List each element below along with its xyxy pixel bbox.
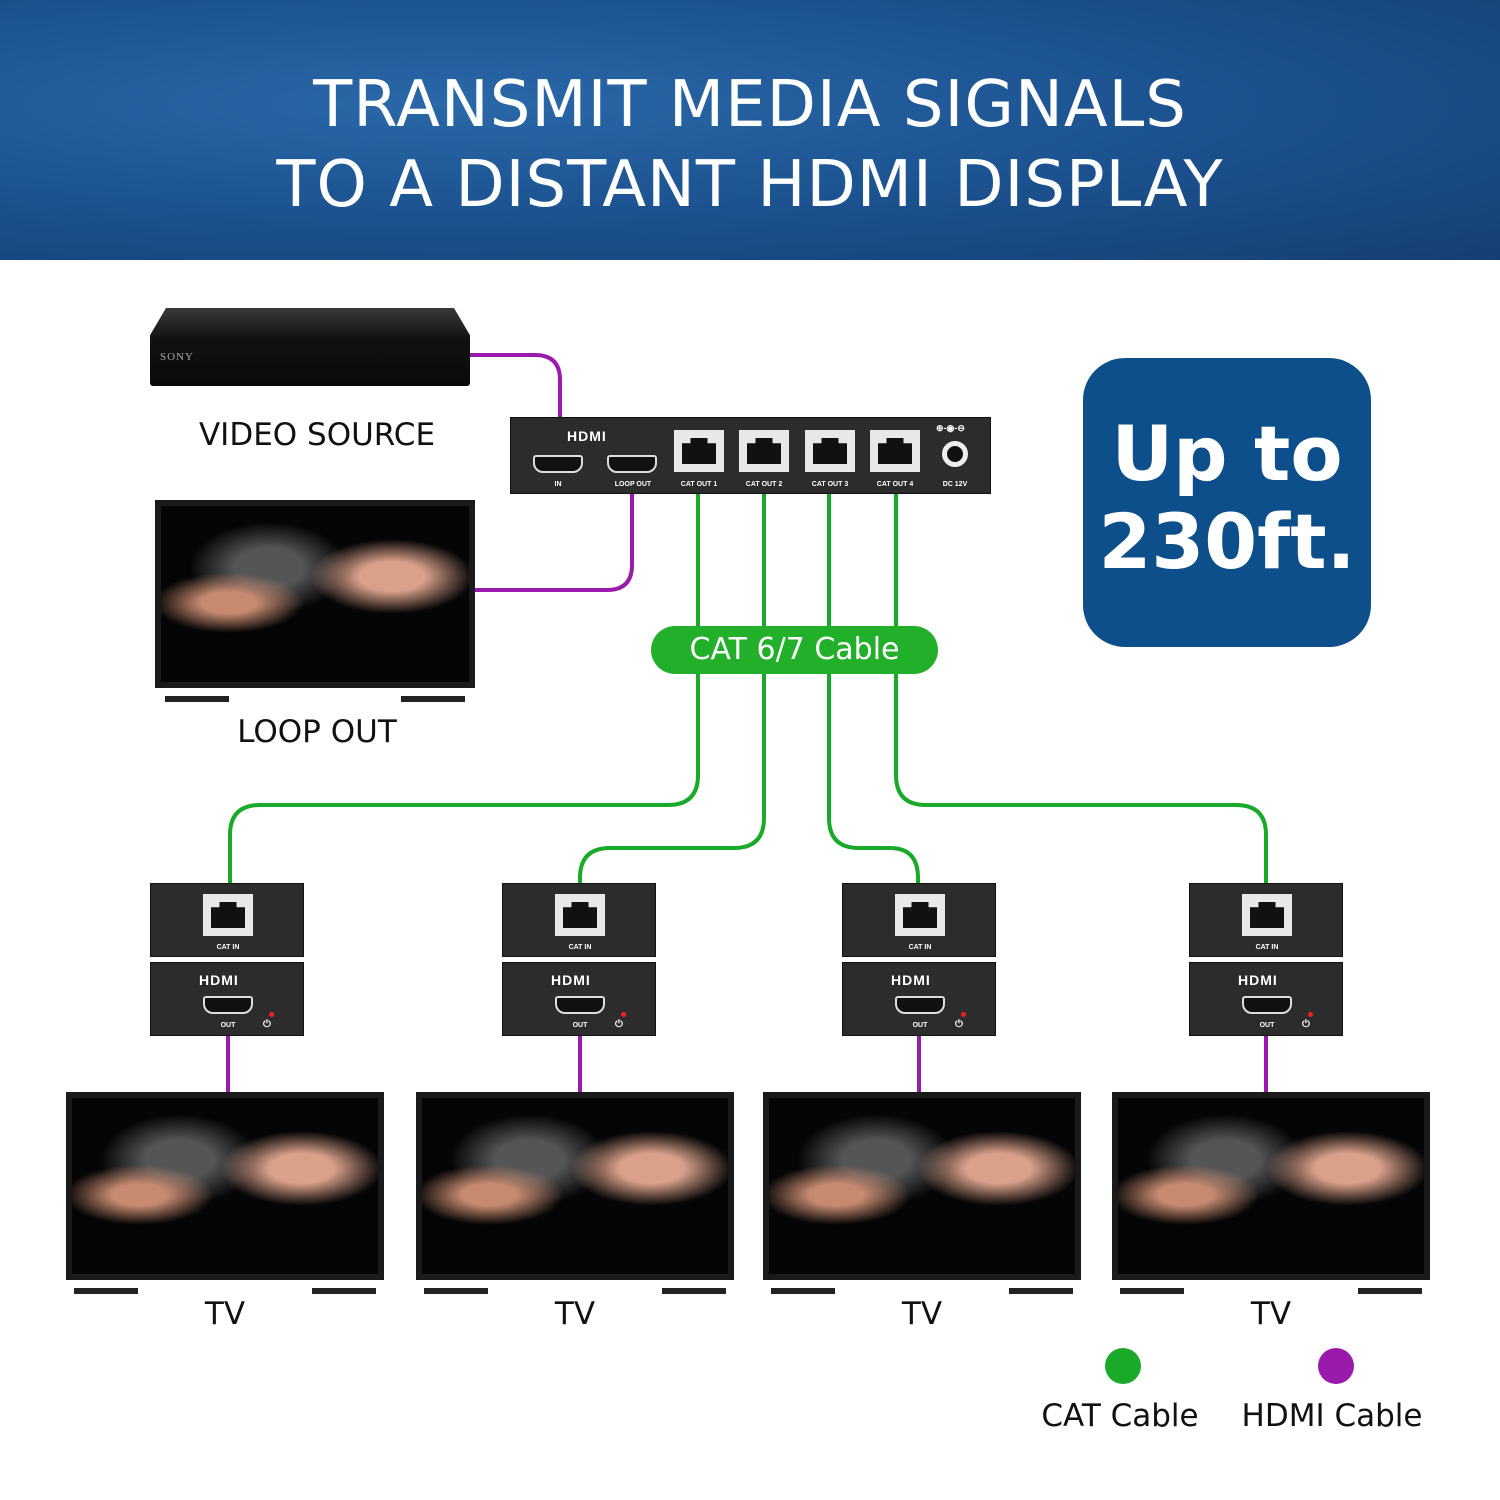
receiver-cat-side: CAT IN: [502, 883, 656, 957]
hdmi-cable-source: [470, 353, 562, 417]
hdmi-logo: HDMI: [1238, 972, 1278, 988]
port-label: CAT OUT 1: [680, 481, 718, 488]
cat-out-1-port: [674, 430, 724, 472]
tv-label: TV: [554, 1296, 596, 1332]
receiver-hdmi-side: HDMI OUT ⏻: [502, 962, 656, 1036]
hdmi-out-port: [555, 996, 605, 1014]
badge-line-1: Up to: [1111, 409, 1343, 498]
tv-display: [763, 1092, 1081, 1294]
cat-cable-4: [894, 493, 1268, 883]
hdmi-logo: HDMI: [567, 428, 607, 444]
hdmi-out-port: [1242, 996, 1292, 1014]
cat-cable-2: [578, 493, 766, 883]
loop-out-label: LOOP OUT: [237, 714, 397, 750]
hdmi-loop-out-port: [607, 455, 657, 473]
title-line-1: TRANSMIT MEDIA SIGNALS: [313, 68, 1187, 142]
cat-cable-1: [228, 493, 700, 883]
hdmi-out-port: [203, 996, 253, 1014]
port-label: LOOP OUT: [614, 481, 652, 488]
cat-in-label: CAT IN: [1255, 944, 1279, 951]
tv-label: TV: [1250, 1296, 1292, 1332]
cat-cable-3: [827, 493, 920, 883]
header-banner: [0, 0, 1500, 260]
tv-display: [1112, 1092, 1430, 1294]
power-icon: ⏻: [263, 1019, 271, 1030]
brand-label: SONY: [160, 351, 194, 363]
out-label: OUT: [572, 1022, 588, 1029]
hdmi-logo: HDMI: [199, 972, 239, 988]
hdmi-logo: HDMI: [551, 972, 591, 988]
power-polarity-icon: ⊕-◉-⊖: [936, 423, 965, 433]
power-led: [269, 1012, 274, 1017]
power-led: [621, 1012, 626, 1017]
power-led: [1308, 1012, 1313, 1017]
cat-in-label: CAT IN: [216, 944, 240, 951]
out-label: OUT: [220, 1022, 236, 1029]
cat-in-label: CAT IN: [568, 944, 592, 951]
receiver-cat-side: CAT IN: [1189, 883, 1343, 957]
cat-in-label: CAT IN: [908, 944, 932, 951]
tv-label: TV: [901, 1296, 943, 1332]
tv-label: TV: [204, 1296, 246, 1332]
legend-cat-label: CAT Cable: [1041, 1398, 1199, 1434]
legend-hdmi-dot: [1318, 1348, 1354, 1384]
tv-display: [66, 1092, 384, 1294]
badge-line-2: 230ft.: [1098, 497, 1356, 586]
tv-display: [416, 1092, 734, 1294]
video-source-player: SONY: [150, 308, 470, 386]
out-label: OUT: [912, 1022, 928, 1029]
dc-jack-icon: [942, 441, 968, 467]
power-led: [961, 1012, 966, 1017]
hdmi-in-port: [533, 455, 583, 473]
port-label: CAT OUT 4: [876, 481, 914, 488]
out-label: OUT: [1259, 1022, 1275, 1029]
cat-in-port: [895, 894, 945, 936]
port-label: DC 12V: [942, 481, 968, 488]
cat-cable-label: CAT 6/7 Cable: [651, 626, 938, 674]
power-icon: ⏻: [615, 1019, 623, 1030]
port-label: IN: [554, 481, 562, 488]
hdmi-cable-loop: [475, 493, 634, 592]
receiver-hdmi-side: HDMI OUT ⏻: [1189, 962, 1343, 1036]
hdmi-logo: HDMI: [891, 972, 931, 988]
power-icon: ⏻: [1302, 1019, 1310, 1030]
legend-hdmi-label: HDMI Cable: [1241, 1398, 1423, 1434]
cat-in-port: [1242, 894, 1292, 936]
power-icon: ⏻: [955, 1019, 963, 1030]
receiver-hdmi-side: HDMI OUT ⏻: [150, 962, 304, 1036]
port-label: CAT OUT 2: [745, 481, 783, 488]
cat-in-port: [555, 894, 605, 936]
port-label: CAT OUT 3: [811, 481, 849, 488]
receiver-hdmi-side: HDMI OUT ⏻: [842, 962, 996, 1036]
hdmi-out-port: [895, 996, 945, 1014]
title-line-2: TO A DISTANT HDMI DISPLAY: [276, 148, 1224, 222]
cat-out-3-port: [805, 430, 855, 472]
video-source-label: VIDEO SOURCE: [198, 417, 436, 453]
cat-out-2-port: [739, 430, 789, 472]
cat-in-port: [203, 894, 253, 936]
receiver-cat-side: CAT IN: [150, 883, 304, 957]
cat-out-4-port: [870, 430, 920, 472]
hdmi-splitter: HDMI ⊕-◉-⊖ IN LOOP OUT CAT OUT 1 CAT OUT…: [510, 417, 991, 494]
loop-out-tv: [155, 500, 475, 702]
receiver-cat-side: CAT IN: [842, 883, 996, 957]
legend-cat-dot: [1105, 1348, 1141, 1384]
